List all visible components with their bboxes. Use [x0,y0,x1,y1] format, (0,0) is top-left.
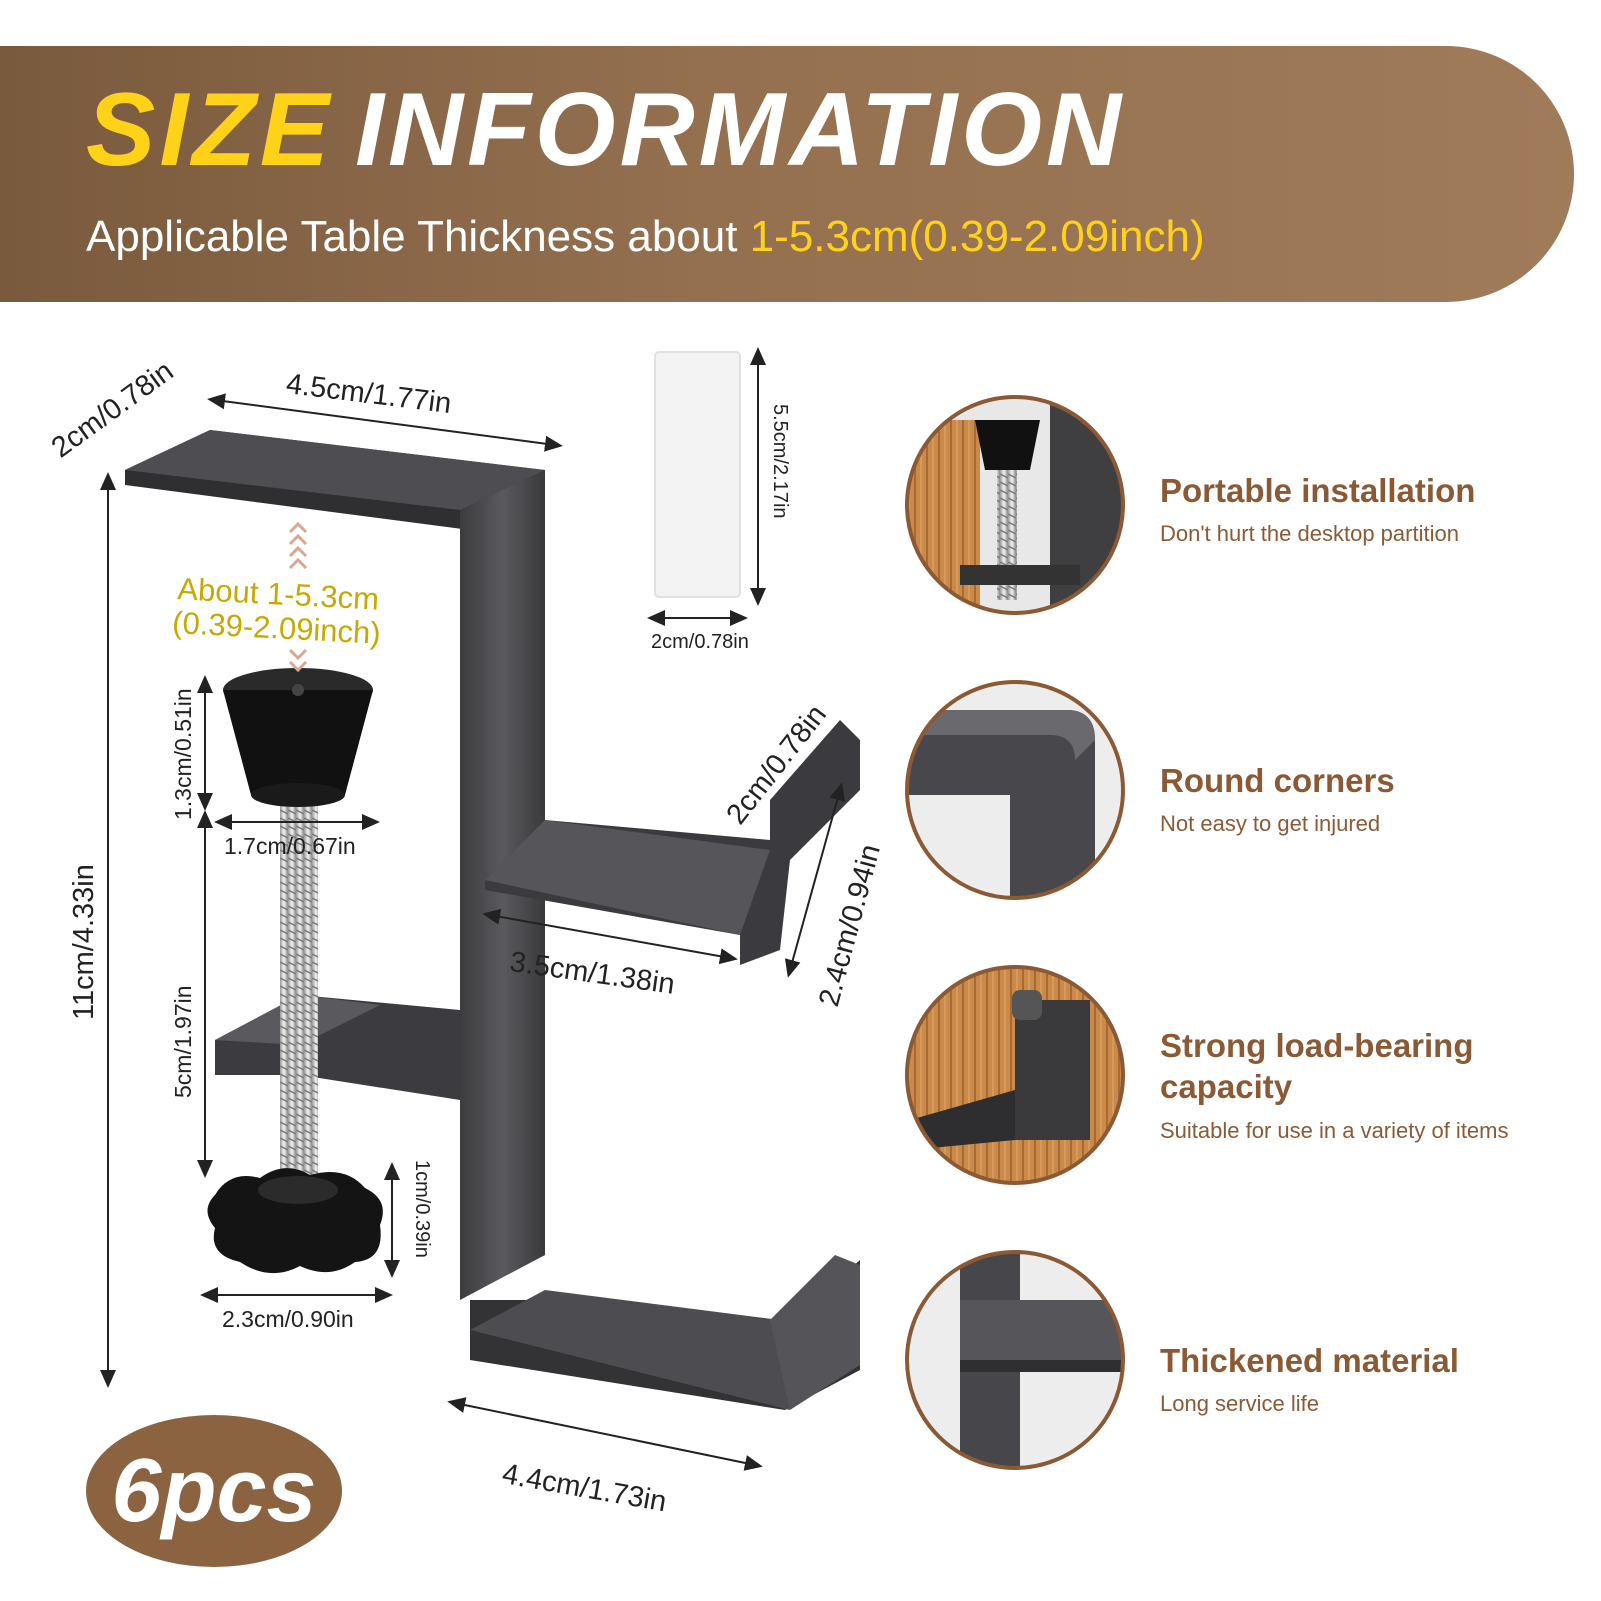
feature-round-corners: Round corners Not easy to get injured [1160,762,1395,837]
dim-strip-height: 5.5cm/2.17in [769,404,791,519]
adhesive-strip [654,351,741,598]
page-subtitle: Applicable Table Thickness about 1-5.3cm… [86,212,1205,261]
corner-closeup-icon [905,680,1125,900]
quantity-badge: 6pcs [86,1415,342,1567]
dim-knob-width: 2.3cm/0.90in [222,1306,354,1332]
dim-pad-height: 1.3cm/0.51in [170,688,196,820]
feature-portable: Portable installation Don't hurt the des… [1160,472,1476,547]
header-banner [0,46,1574,302]
dim-knob-height: 1cm/0.39in [411,1160,433,1258]
dim-pad-width: 1.7cm/0.67in [224,833,356,859]
dim-total-height: 11cm/4.33in [68,864,100,1020]
feature-thickened: Thickened material Long service life [1160,1342,1459,1417]
feature-load-bearing: Strong load-bearing capacity Suitable fo… [1160,1027,1509,1143]
bracket [125,430,860,1410]
star-knob [207,1168,383,1274]
material-closeup-icon [905,1250,1125,1470]
hook-closeup-icon [905,965,1125,1185]
clamp-screw [280,800,318,1180]
dim-screw-length: 5cm/1.97in [170,985,196,1098]
rubber-pad [223,668,373,807]
installation-closeup-icon [905,395,1125,615]
clamp-range-label: About 1-5.3cm(0.39-2.09inch) [171,571,382,651]
dim-strip-width: 2cm/0.78in [651,631,749,653]
